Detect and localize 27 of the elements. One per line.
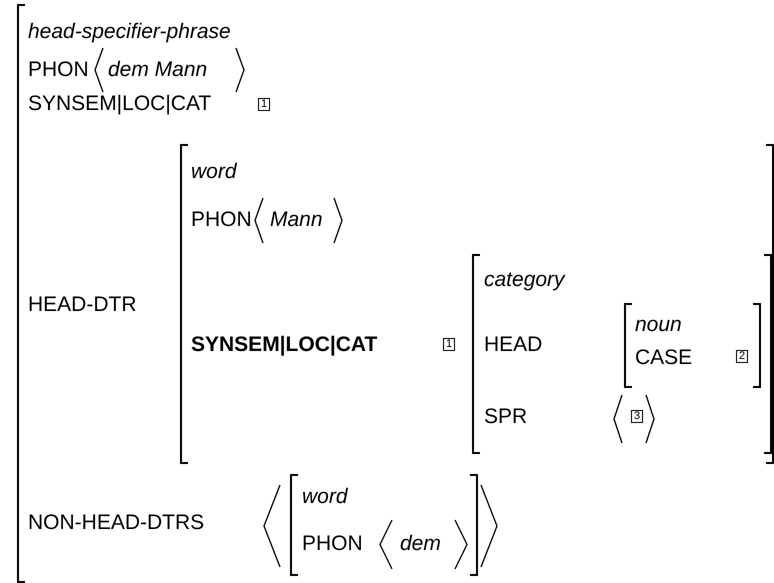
attribute-label: PHON [191, 208, 252, 232]
type-label: head-specifier-phrase [28, 20, 231, 44]
attribute-label: HEAD-DTR [28, 293, 136, 317]
tag-number: 2 [736, 350, 748, 363]
attribute-matrix [17, 4, 774, 583]
attribute-matrix [624, 303, 761, 388]
type-label: noun [635, 313, 682, 337]
tag-number: 1 [443, 338, 456, 351]
type-label: dem Mann [108, 58, 208, 82]
attribute-label: SYNSEM|LOC|CAT [28, 92, 212, 116]
attribute-label: PHON [302, 532, 363, 556]
type-label: word [302, 485, 348, 509]
attribute-label: CASE [635, 346, 692, 370]
attribute-matrix [472, 254, 772, 454]
type-label: category [484, 268, 565, 292]
type-label: word [191, 160, 237, 184]
attribute-label: SYNSEM|LOC|CAT [191, 333, 378, 357]
tag-number: 3 [631, 410, 644, 423]
type-label: dem [400, 532, 441, 556]
attribute-label: SPR [484, 405, 528, 429]
attribute-label: NON-HEAD-DTRS [28, 511, 204, 535]
attribute-matrix [180, 144, 774, 464]
tag-number: 1 [258, 98, 270, 111]
attribute-label: HEAD [484, 333, 542, 357]
attribute-label: PHON [28, 58, 89, 82]
attribute-matrix [290, 474, 478, 576]
type-label: Mann [270, 208, 323, 232]
